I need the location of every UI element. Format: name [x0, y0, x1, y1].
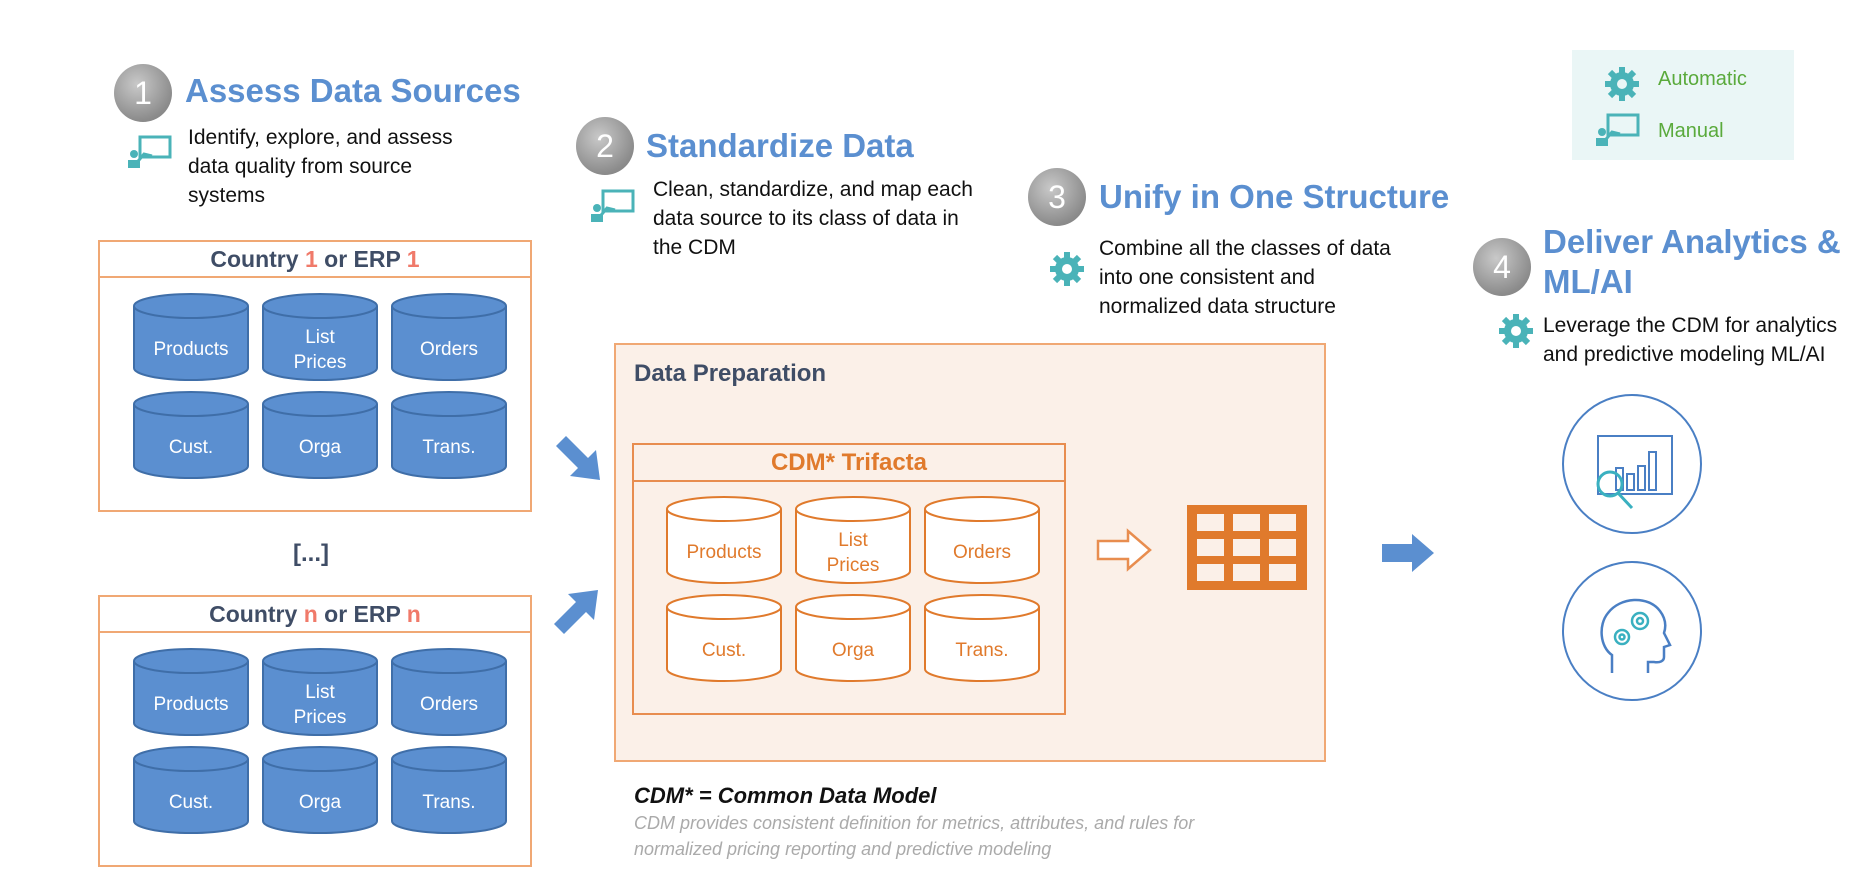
cdm-note: CDM provides consistent definition for m…	[634, 810, 1334, 862]
legend: Automatic Manual	[1572, 50, 1794, 160]
desc-line: data quality from source	[188, 155, 413, 178]
gear-icon	[1499, 314, 1533, 348]
table-cylinder: Orders	[390, 292, 508, 382]
table-label: Orders	[419, 339, 479, 360]
arrow-right-icon	[1382, 534, 1434, 572]
source-box-header: Country n or ERP n	[100, 597, 530, 633]
table-cylinder: Orga	[794, 593, 912, 683]
header-highlight: n	[303, 601, 318, 627]
step-1-number: 1	[114, 64, 172, 122]
header-text: or ERP	[317, 246, 407, 272]
table-label: Cust.	[168, 437, 214, 458]
data-preparation-title: Data Preparation	[634, 360, 827, 387]
title-line: Deliver Analytics &	[1543, 223, 1841, 260]
table-cylinder: List Prices	[261, 292, 379, 382]
arrow-down-right-icon	[556, 436, 600, 480]
table-cylinder: Orga	[261, 745, 379, 835]
table-label: Trans.	[422, 437, 476, 458]
desc-line: Combine all the classes of data	[1099, 237, 1391, 260]
desc-line: systems	[188, 184, 266, 207]
analytics-circle	[1562, 394, 1702, 534]
step-2-title: Standardize Data	[646, 127, 914, 164]
table-cylinder: Trans.	[923, 593, 1041, 683]
step-3-title: Unify in One Structure	[1099, 178, 1450, 215]
table-cylinder: Orga	[261, 390, 379, 480]
desc-line: normalized data structure	[1099, 295, 1336, 318]
source-box-1: Country 1 or ERP 1 Products List Prices …	[98, 240, 532, 512]
step-3-description: Combine all the classes of data into one…	[1099, 234, 1391, 321]
table-label: Orga	[298, 792, 342, 813]
table-label: List Prices	[826, 529, 880, 576]
table-label: Trans.	[955, 640, 1009, 661]
legend-automatic-label: Automatic	[1658, 68, 1747, 90]
table-label: List Prices	[293, 326, 347, 373]
note-line: normalized pricing reporting and predict…	[634, 839, 1052, 859]
header-text: Country	[209, 601, 304, 627]
table-cylinder: Cust.	[665, 593, 783, 683]
arrow-right-outline-icon	[1096, 528, 1152, 572]
table-cylinder: Trans.	[390, 390, 508, 480]
presenter-board-icon	[1596, 113, 1640, 146]
header-text: or ERP	[317, 601, 407, 627]
title-line: ML/AI	[1543, 263, 1633, 300]
presenter-board-icon	[128, 135, 172, 168]
cdm-trifacta-title: CDM* Trifacta	[634, 445, 1064, 482]
table-cylinder: Products	[665, 495, 783, 585]
gear-icon	[1605, 67, 1639, 101]
presenter-board-icon	[591, 189, 635, 222]
table-cylinder: Products	[132, 647, 250, 737]
desc-line: Identify, explore, and assess	[188, 126, 453, 149]
source-box-header: Country 1 or ERP 1	[100, 242, 530, 278]
step-4-description: Leverage the CDM for analytics and predi…	[1543, 311, 1837, 369]
table-cylinder: List Prices	[794, 495, 912, 585]
arrow-up-right-icon	[554, 590, 598, 634]
head-gears-icon	[1600, 598, 1672, 673]
ai-circle	[1562, 561, 1702, 701]
grid-table-icon	[1187, 505, 1307, 590]
gear-icon	[1050, 252, 1084, 286]
table-label: Trans.	[422, 792, 476, 813]
step-1-title: Assess Data Sources	[185, 72, 521, 109]
desc-line: the CDM	[653, 236, 736, 259]
table-label: Products	[686, 542, 762, 563]
step-2-description: Clean, standardize, and map each data so…	[653, 175, 973, 262]
desc-line: and predictive modeling ML/AI	[1543, 343, 1826, 366]
cdm-definition: CDM* = Common Data Model	[634, 783, 937, 808]
chart-magnifier-icon	[1596, 435, 1673, 510]
table-label: Orga	[298, 437, 342, 458]
table-label: Orders	[952, 542, 1012, 563]
table-cylinder: Orders	[390, 647, 508, 737]
header-highlight: 1	[406, 246, 420, 272]
desc-line: into one consistent and	[1099, 266, 1315, 289]
legend-manual-label: Manual	[1658, 120, 1724, 142]
table-cylinder: Cust.	[132, 745, 250, 835]
cdm-trifacta-box: CDM* Trifacta Products List Prices Order…	[632, 443, 1066, 715]
step-3-number: 3	[1028, 168, 1086, 226]
ellipsis-text: [...]	[293, 540, 329, 567]
table-label: Cust.	[168, 792, 214, 813]
table-label: List Prices	[293, 681, 347, 728]
header-text: Country	[210, 246, 305, 272]
table-cylinder: Products	[132, 292, 250, 382]
step-4-title: Deliver Analytics & ML/AI	[1543, 222, 1841, 302]
table-cylinder: List Prices	[261, 647, 379, 737]
table-label: Products	[153, 339, 229, 360]
table-label: Products	[153, 694, 229, 715]
table-cylinder: Trans.	[390, 745, 508, 835]
source-box-n: Country n or ERP n Products List Prices …	[98, 595, 532, 867]
table-label: Orders	[419, 694, 479, 715]
table-label: Orga	[831, 640, 875, 661]
desc-line: Clean, standardize, and map each	[653, 178, 973, 201]
desc-line: Leverage the CDM for analytics	[1543, 314, 1838, 337]
table-label: Cust.	[701, 640, 747, 661]
table-cylinder: Cust.	[132, 390, 250, 480]
table-cylinder: Orders	[923, 495, 1041, 585]
header-highlight: 1	[304, 246, 318, 272]
step-1-description: Identify, explore, and assess data quali…	[188, 123, 453, 210]
step-2-number: 2	[576, 117, 634, 175]
header-highlight: n	[406, 601, 421, 627]
step-4-number: 4	[1473, 238, 1531, 296]
desc-line: data source to its class of data in	[653, 207, 959, 230]
note-line: CDM provides consistent definition for m…	[634, 813, 1195, 833]
